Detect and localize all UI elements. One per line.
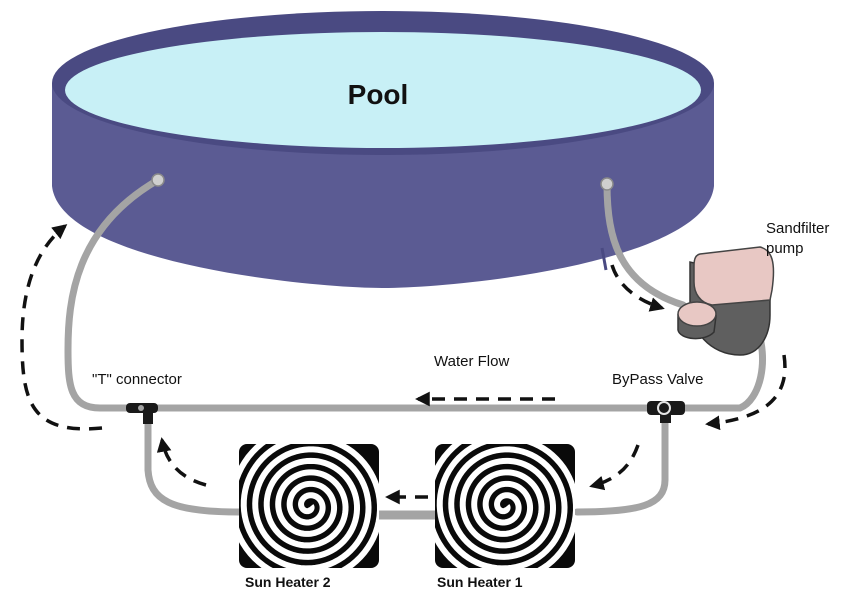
spiral-icon: [239, 444, 379, 568]
bypass-valve-handle: [657, 401, 671, 415]
bypass-valve: [647, 401, 685, 423]
t-connector-port: [138, 405, 144, 411]
sun-heater-1-label: Sun Heater 1: [437, 574, 523, 590]
sandfilter-pump-label-line2: pump: [766, 240, 804, 257]
bypass-valve-body: [647, 401, 685, 415]
water-flow-label: Water Flow: [434, 353, 509, 370]
pump-motor-cap: [677, 301, 717, 327]
sandfilter-pump-label-line1: Sandfilter: [766, 220, 829, 237]
pool-outlet-fitting: [600, 177, 614, 191]
pipe-pool-to-pump: [603, 180, 687, 309]
dashed-arrow-icon: [20, 224, 103, 431]
dashed-arrow-icon: [589, 444, 640, 491]
dashed-arrow-icon: [705, 354, 787, 431]
sandfilter-pump: [677, 246, 775, 356]
bypass-valve-label: ByPass Valve: [612, 371, 703, 388]
pool-label: Pool: [348, 79, 409, 110]
sun-heater-1: [435, 444, 575, 568]
t-connector-label: "T" connector: [92, 371, 182, 388]
sun-heater-2: [239, 444, 379, 568]
flow-arrows: [20, 224, 787, 505]
t-connector-stem: [143, 412, 153, 424]
sandfilter-pump-label: Sandfilter pump: [766, 220, 834, 257]
pool-inlet-fitting: [151, 173, 165, 187]
pool-water: [65, 32, 701, 148]
pool-edge-shadow: [600, 247, 608, 271]
pipe-return-to-pool: [64, 176, 162, 412]
pool: Pool: [52, 11, 714, 288]
dashed-arrow-icon: [156, 437, 207, 487]
t-connector: [126, 403, 158, 424]
spiral-icon: [435, 444, 575, 568]
pump-top: [693, 246, 775, 306]
pipe-heater2-to-t: [144, 416, 243, 516]
pipe-bypass-to-heater1: [573, 404, 669, 516]
bypass-valve-stem: [660, 413, 671, 423]
sun-heater-2-label: Sun Heater 2: [245, 574, 331, 590]
dashed-arrow-icon: [610, 264, 665, 312]
